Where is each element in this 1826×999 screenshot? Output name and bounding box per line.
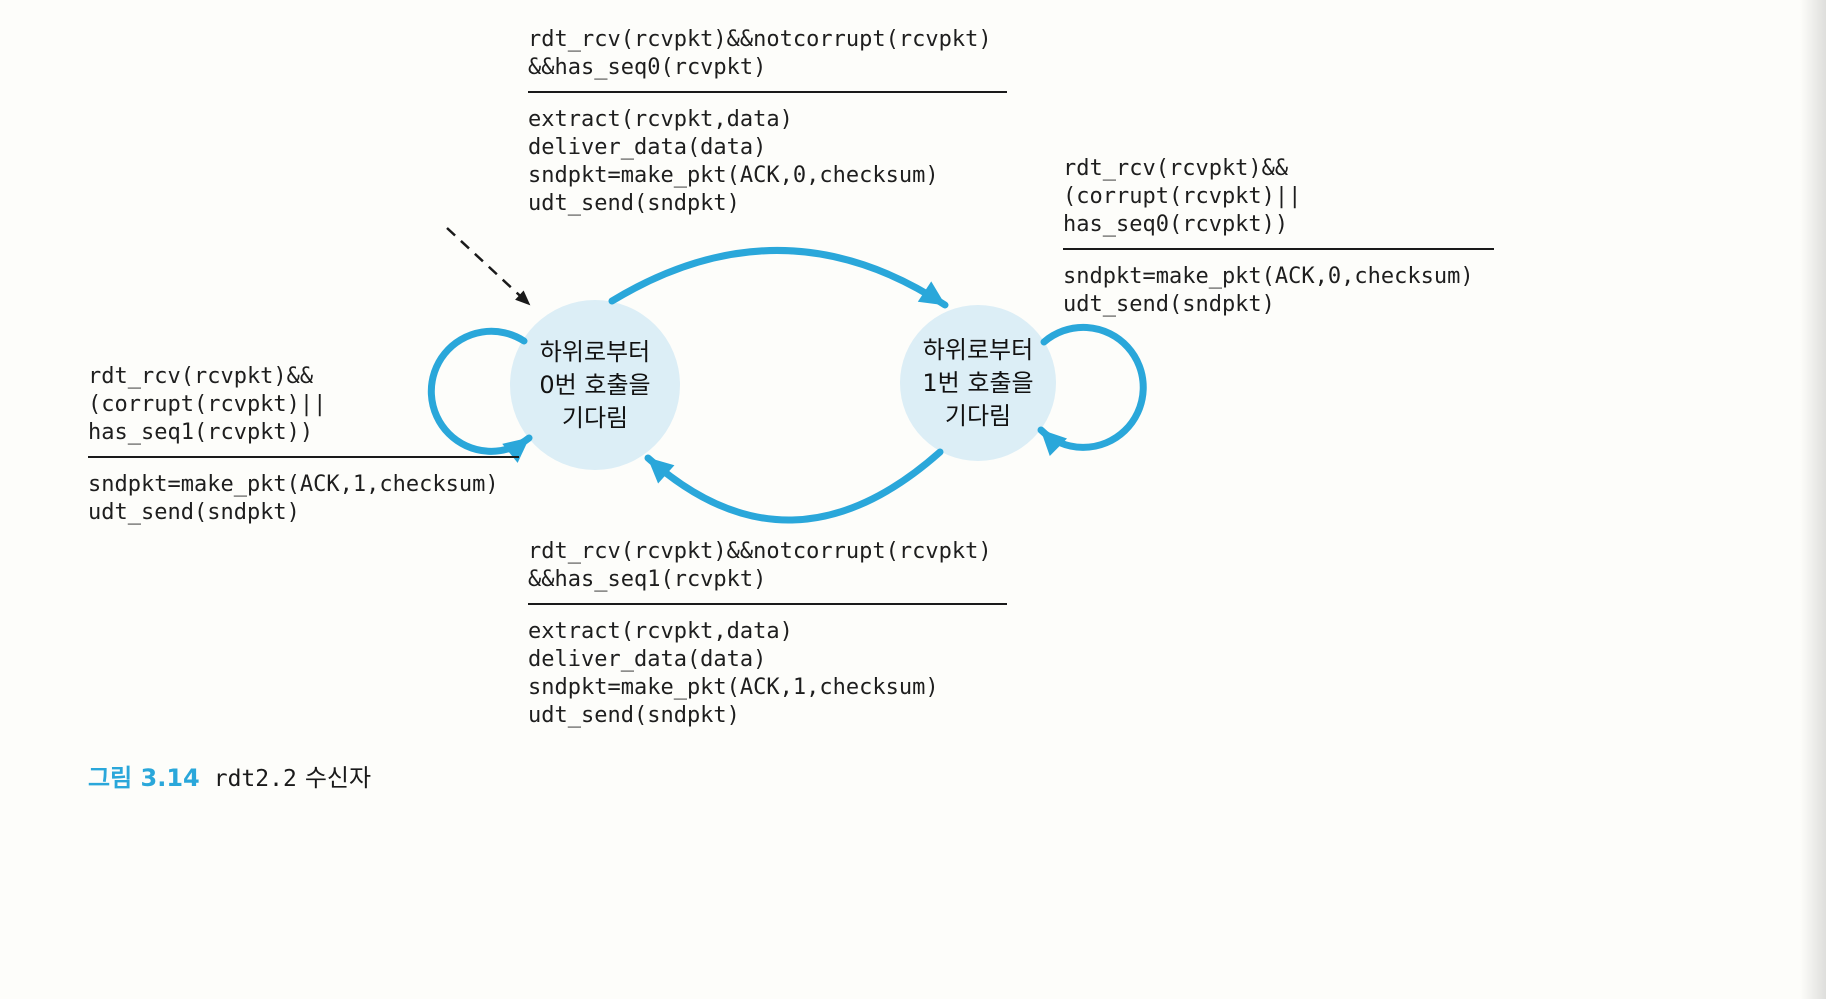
transition-label-right: rdt_rcv(rcvpkt)&& (corrupt(rcvpkt)|| has… [1063, 155, 1494, 319]
transition-label-top: rdt_rcv(rcvpkt)&&notcorrupt(rcvpkt) &&ha… [528, 26, 1007, 218]
state-wait-call-1-label: 하위로부터 1번 호출을 기다림 [922, 335, 1034, 430]
guard-action-separator [528, 91, 1007, 93]
transition-condition: rdt_rcv(rcvpkt)&&notcorrupt(rcvpkt) &&ha… [528, 539, 992, 592]
transition-arc-state1-to-state0 [644, 448, 944, 524]
guard-action-separator [88, 456, 519, 458]
initial-state-arrow [446, 227, 531, 306]
figure-caption-code: rdt2.2 [213, 766, 297, 792]
guard-action-separator [1063, 248, 1494, 250]
transition-condition: rdt_rcv(rcvpkt)&&notcorrupt(rcvpkt) &&ha… [528, 27, 992, 80]
transition-action: sndpkt=make_pkt(ACK,1,checksum) udt_send… [88, 472, 499, 525]
transition-label-left: rdt_rcv(rcvpkt)&& (corrupt(rcvpkt)|| has… [88, 363, 519, 527]
state-wait-call-1: 하위로부터 1번 호출을 기다림 [900, 305, 1056, 461]
figure-caption: 그림 3.14 rdt2.2 수신자 [88, 758, 371, 793]
state-wait-call-0-label: 하위로부터 0번 호출을 기다림 [539, 337, 651, 432]
transition-condition: rdt_rcv(rcvpkt)&& (corrupt(rcvpkt)|| has… [1063, 156, 1302, 237]
transition-action: extract(rcvpkt,data) deliver_data(data) … [528, 619, 939, 728]
self-loop-arc-state1 [1037, 323, 1147, 456]
guard-action-separator [528, 603, 1007, 605]
figure-caption-label: 그림 3.14 [88, 764, 200, 792]
state-wait-call-0: 하위로부터 0번 호출을 기다림 [510, 300, 680, 470]
transition-condition: rdt_rcv(rcvpkt)&& (corrupt(rcvpkt)|| has… [88, 364, 327, 445]
page-edge-shadow [1800, 0, 1826, 999]
transition-label-bottom: rdt_rcv(rcvpkt)&&notcorrupt(rcvpkt) &&ha… [528, 538, 1007, 730]
transition-arc-state0-to-state1 [608, 247, 949, 309]
transition-action: sndpkt=make_pkt(ACK,0,checksum) udt_send… [1063, 264, 1474, 317]
transition-action: extract(rcvpkt,data) deliver_data(data) … [528, 107, 939, 216]
figure-caption-text: 수신자 [304, 764, 372, 792]
